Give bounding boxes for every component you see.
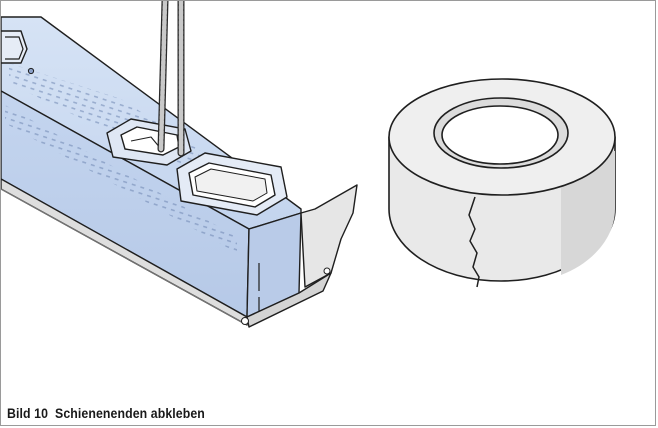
rail-slots-side	[5, 105, 237, 253]
tape-roll-core-inner	[441, 105, 559, 165]
rail-hole	[27, 67, 35, 75]
figure-label: Bild 10	[7, 405, 49, 421]
tape-flap-illustration	[241, 184, 358, 328]
tape-roll-illustration	[388, 78, 616, 288]
rail-left-opening	[1, 30, 28, 64]
figure-caption: Bild 10 Schienenenden abkleben	[7, 405, 205, 421]
figure-title: Schienenenden abkleben	[55, 405, 205, 421]
rail-illustration	[1, 16, 302, 326]
tape-tear-line	[468, 196, 480, 288]
rope-illustration	[157, 1, 185, 157]
rope-housing-2	[176, 152, 288, 216]
